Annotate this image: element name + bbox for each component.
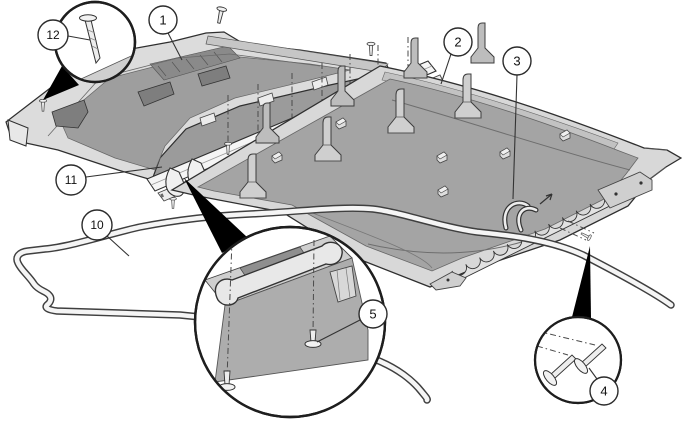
callout-number-12: 12 [46,28,60,42]
callout-number-10: 10 [90,218,104,232]
direction-arrow-icon [539,193,553,205]
callout-balloon-2 [443,27,473,57]
main-roof-panel [170,22,682,291]
magnifier-tail-4 [571,246,591,321]
callout-leader-10 [106,235,130,257]
magnifier-tail-12 [43,66,79,100]
tube-clamp-rail [214,241,343,306]
callout-balloon-5 [358,299,388,329]
callout-leader-2 [440,53,452,85]
callout-number-5: 5 [369,307,376,322]
screw-head-icon [542,370,558,386]
callout-number-11: 11 [65,173,78,187]
magnifier-tail-5 [184,178,248,253]
screw-head-icon [79,14,97,22]
callout-leader-12 [67,35,91,41]
handle-part [502,193,553,233]
detail-circle-bracket-5 [193,225,387,419]
callout-balloon-11 [55,164,87,196]
callout-number-4: 4 [600,384,607,399]
callout-leader-4 [588,367,598,380]
panel-bracket [51,65,231,129]
callout-balloon-1 [148,5,178,35]
callout-balloon-3 [502,46,532,76]
callout-leader-1 [167,32,183,61]
detail-circle-screw-12 [53,0,137,84]
screw-head-icon [573,358,589,374]
callout-leader-5 [316,319,361,343]
callout-balloon-10 [81,209,113,241]
callout-leader-3 [512,74,518,200]
screw-head-icon [304,340,322,348]
callout-number-2: 2 [454,35,461,50]
callout-balloon-12 [37,19,69,51]
callout-number-1: 1 [159,13,166,28]
callout-balloon-4 [589,376,619,406]
callout-leader-11 [85,166,163,178]
callout-number-3: 3 [513,54,520,69]
